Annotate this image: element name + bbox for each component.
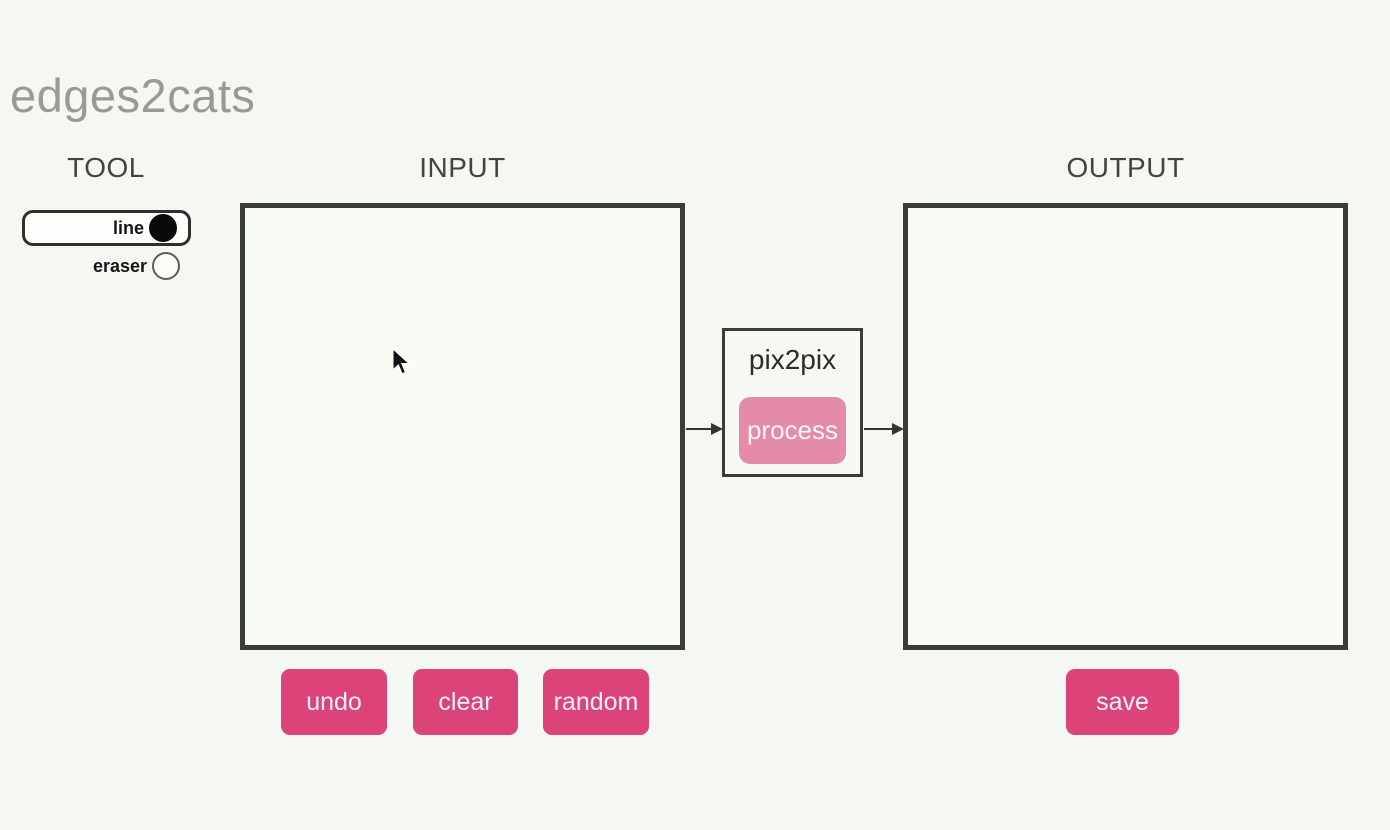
input-heading: INPUT <box>419 152 506 183</box>
save-button[interactable]: save <box>1066 669 1179 735</box>
clear-button[interactable]: clear <box>413 669 518 735</box>
random-button[interactable]: random <box>543 669 649 735</box>
model-box: pix2pix process <box>722 328 863 477</box>
undo-button[interactable]: undo <box>281 669 387 735</box>
input-drawing-canvas[interactable] <box>240 203 685 650</box>
mouse-cursor-icon <box>392 347 412 376</box>
arrow-head-icon <box>711 422 723 435</box>
arrow-head-icon <box>892 422 904 435</box>
flow-arrow-model-to-output-icon <box>864 422 904 435</box>
process-button[interactable]: process <box>739 397 846 464</box>
tool-option-eraser-label: eraser <box>92 255 147 276</box>
model-title: pix2pix <box>748 344 837 375</box>
tool-heading: TOOL <box>67 152 145 183</box>
arrow-line <box>686 427 711 430</box>
flow-arrow-input-to-model-icon <box>686 422 723 435</box>
page-title: edges2cats <box>10 69 256 122</box>
output-result-canvas <box>903 203 1348 650</box>
tool-option-eraser[interactable]: eraser <box>22 250 191 282</box>
output-heading: OUTPUT <box>1066 152 1185 183</box>
radio-selected-icon[interactable] <box>149 214 177 242</box>
tool-option-line-label: line <box>112 217 144 238</box>
arrow-line <box>864 427 892 430</box>
radio-unselected-icon[interactable] <box>152 252 180 280</box>
tool-option-line[interactable]: line <box>22 210 191 246</box>
